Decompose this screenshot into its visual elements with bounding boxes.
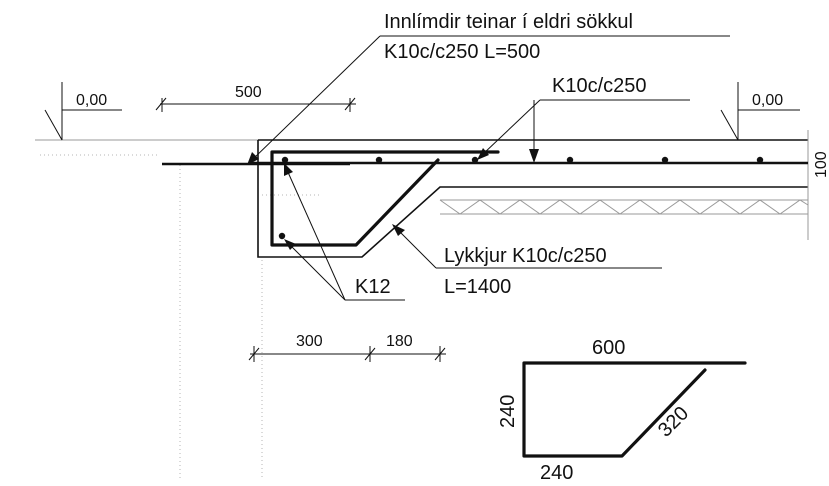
rebar-dot [566,156,574,164]
loop-rebar [270,150,500,247]
shape-dim-diagonal: 320 [654,402,693,441]
callout-corner-bars: K12 [284,163,405,301]
callout-loop-line2: L=1400 [444,276,511,298]
callout-top-rebar: K10c/c250 [477,75,690,163]
level-label-left: 0,00 [76,92,107,109]
rebar-dot [471,156,479,164]
existing-footing-outline [35,139,263,480]
rebar-dot [375,156,383,164]
callout-corner-bars-label: K12 [355,276,391,298]
callout-glued-rebar-line1: Innlímdir teinar í eldri sökkul [384,11,633,33]
rebar-dot [281,156,289,164]
callout-glued-rebar: Innlímdir teinar í eldri sökkul K10c/c25… [247,11,730,165]
dimension-width: 300 180 [248,333,446,362]
level-marker-right: 0,00 [720,82,800,141]
dimension-label-300: 300 [296,333,323,350]
edge-dimension-label: 100 [813,151,829,178]
dimension-label-180: 180 [386,333,413,350]
callout-glued-rebar-line2: K10c/c250 L=500 [384,41,540,63]
callout-loop-line1: Lykkjur K10c/c250 [444,245,607,267]
shape-dim-left: 240 [497,395,519,428]
new-slab-outline [257,130,809,258]
level-label-right: 0,00 [752,92,783,109]
level-marker-left: 0,00 [44,82,122,141]
dimension-label-500: 500 [235,84,262,101]
callout-top-rebar-label: K10c/c250 [552,75,647,97]
dimension-anchor-length: 500 [155,84,356,112]
shape-dim-bottom: 240 [540,462,573,484]
rebar-dot [278,232,286,240]
callout-loop-rebar: Lykkjur K10c/c250 L=1400 [392,224,662,298]
rebar-dot [661,156,669,164]
bar-bending-shape: 600 240 240 320 [497,337,747,484]
shape-dim-top: 600 [592,337,625,359]
rebar-dot [756,156,764,164]
